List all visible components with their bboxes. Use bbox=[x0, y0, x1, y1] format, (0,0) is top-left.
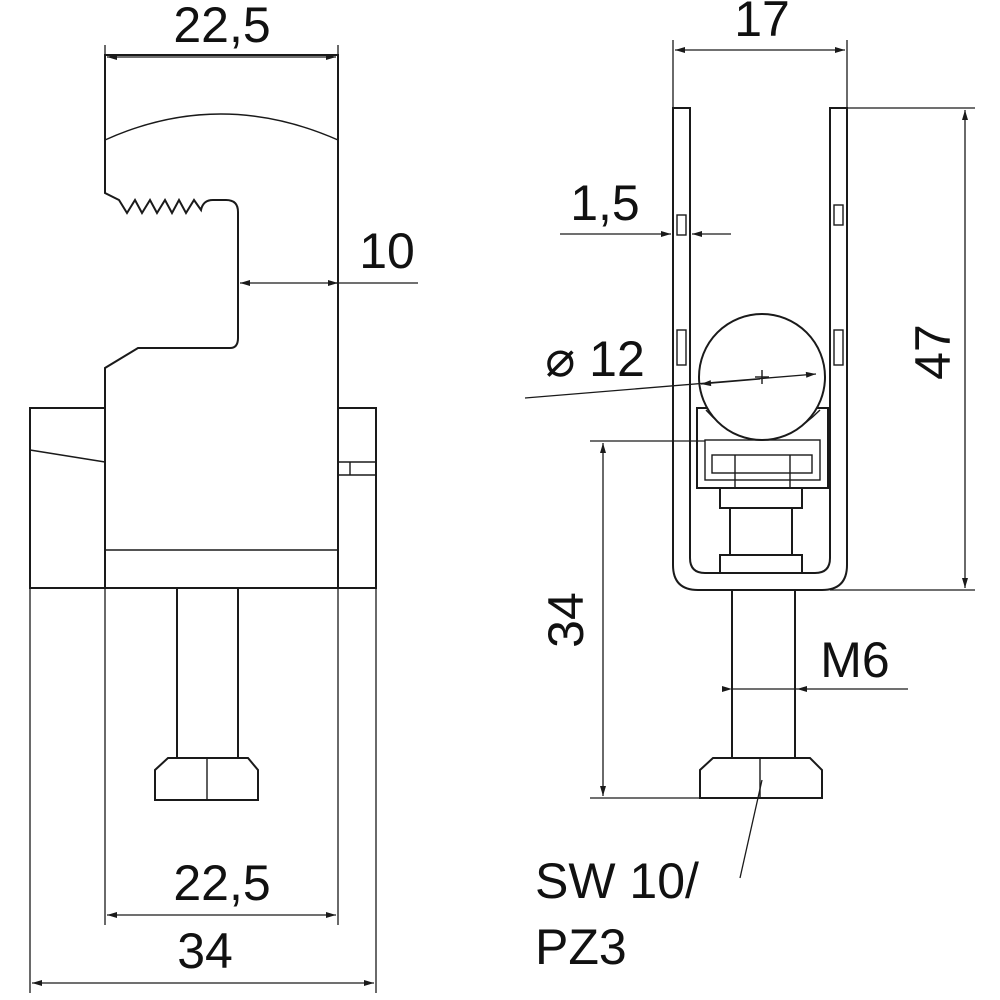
front-screw bbox=[699, 487, 823, 799]
dim-front-sheet: 1,5 bbox=[560, 175, 731, 237]
dim-side-bottom-inner-label: 22,5 bbox=[173, 855, 270, 911]
dim-front-thread-label: M6 bbox=[820, 632, 889, 688]
front-view: 17 1,5 ⌀ 12 47 34 bbox=[524, 0, 975, 975]
dim-side-jaw-depth: 10 bbox=[240, 223, 418, 286]
dim-front-sheet-label: 1,5 bbox=[570, 175, 640, 231]
side-view: 22,5 10 22,5 34 bbox=[29, 0, 418, 993]
dim-front-height-label: 47 bbox=[905, 324, 961, 380]
dim-front-width-label: 17 bbox=[734, 0, 790, 47]
dim-front-width: 17 bbox=[672, 0, 848, 108]
dim-side-bottom-outer-label: 34 bbox=[177, 923, 233, 979]
dim-side-bottom-outer: 34 bbox=[29, 588, 377, 993]
dim-side-top-width: 22,5 bbox=[104, 0, 339, 140]
dim-side-top-width-label: 22,5 bbox=[173, 0, 270, 53]
callout-line-1: SW 10/ bbox=[535, 853, 699, 909]
dim-side-jaw-depth-label: 10 bbox=[359, 223, 415, 279]
dim-front-height: 47 bbox=[830, 107, 975, 591]
side-screw bbox=[154, 587, 259, 801]
callout-wrench-size: SW 10/ PZ3 bbox=[535, 779, 763, 975]
dim-front-screw-height: 34 bbox=[538, 440, 705, 799]
dim-front-diameter-label: ⌀ 12 bbox=[545, 331, 645, 387]
dim-front-thread: M6 bbox=[722, 632, 908, 692]
dim-front-screw-height-label: 34 bbox=[538, 592, 594, 648]
front-u-bracket bbox=[672, 107, 848, 591]
side-hook-body bbox=[104, 54, 339, 589]
front-cable-circle bbox=[698, 313, 826, 441]
callout-line-2: PZ3 bbox=[535, 919, 627, 975]
dim-front-diameter: ⌀ 12 bbox=[524, 331, 817, 399]
dim-side-bottom-inner: 22,5 bbox=[104, 588, 339, 925]
